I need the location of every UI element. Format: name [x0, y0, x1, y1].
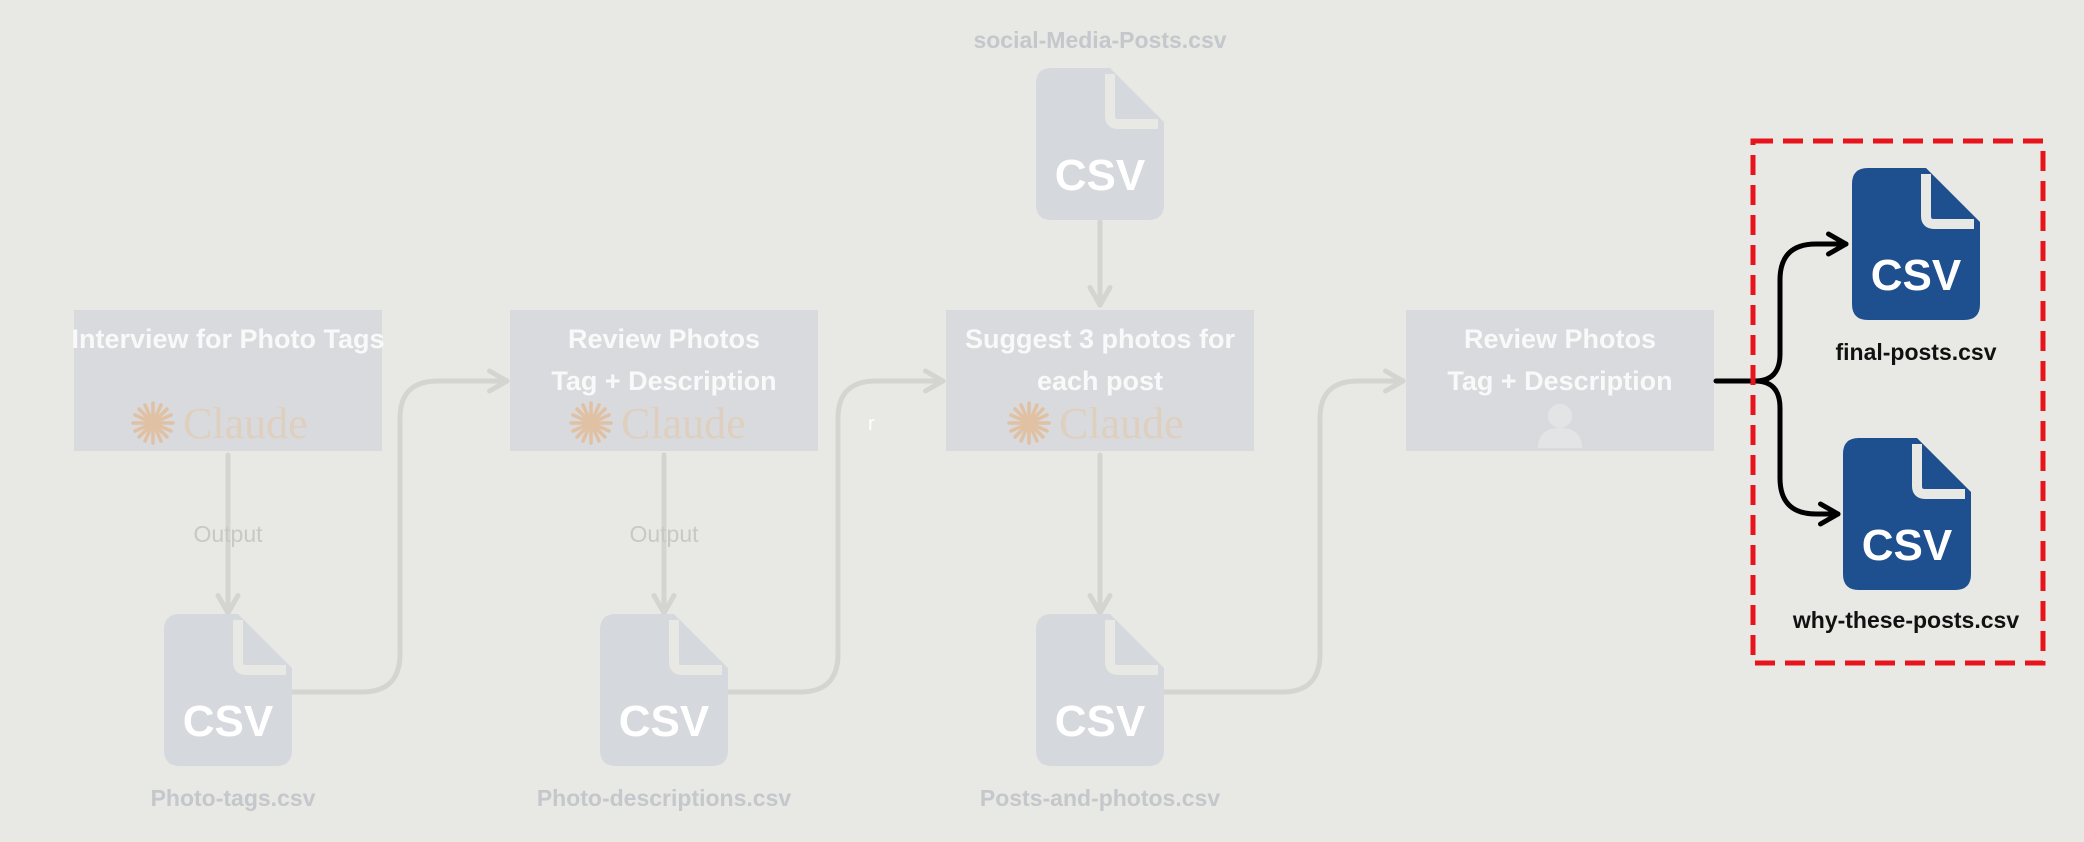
connector-step4-to-why-posts — [1752, 378, 1841, 527]
step-box-2: Review Photos Tag + Description Claude — [510, 310, 818, 451]
stray-mark: r — [868, 413, 875, 435]
claude-star-icon — [131, 401, 175, 445]
file-name-photo-descriptions: Photo-descriptions.csv — [537, 785, 792, 811]
step-1-title: Interview for Photo Tags — [71, 324, 384, 354]
step-2-title-line-1: Review Photos — [568, 324, 760, 354]
step-box-1: Interview for Photo Tags Claude — [71, 310, 385, 451]
output-label-1: Output — [193, 521, 263, 547]
highlight-box — [1750, 138, 2046, 666]
active-connectors — [1713, 231, 1849, 527]
person-icon — [1538, 404, 1582, 448]
step-box-3: Suggest 3 photos for each post Claude — [946, 310, 1254, 451]
claude-star-icon — [569, 401, 613, 445]
connector-step4-to-final-posts — [1713, 231, 1849, 384]
step-4-title-line-2: Tag + Description — [1447, 366, 1672, 396]
claude-wordmark: Claude — [621, 399, 746, 448]
svg-text:CSV: CSV — [183, 697, 274, 746]
svg-text:CSV: CSV — [1055, 697, 1146, 746]
step-3-title-line-1: Suggest 3 photos for — [965, 324, 1235, 354]
file-name-photo-tags: Photo-tags.csv — [151, 785, 316, 811]
file-name-final-posts: final-posts.csv — [1835, 339, 1996, 365]
csv-file-icon: CSV — [1843, 438, 1971, 590]
claude-wordmark: Claude — [1059, 399, 1184, 448]
csv-file-icon: CSV — [1036, 68, 1164, 220]
connector-file3-to-step4 — [1161, 368, 1406, 695]
step-4-title-line-1: Review Photos — [1464, 324, 1656, 354]
csv-file-icon: CSV — [164, 614, 292, 766]
claude-star-icon — [1007, 401, 1051, 445]
step-box-4: Review Photos Tag + Description — [1406, 310, 1714, 451]
svg-text:CSV: CSV — [619, 697, 710, 746]
svg-text:CSV: CSV — [1862, 521, 1953, 570]
svg-text:CSV: CSV — [1871, 251, 1962, 300]
csv-file-icon: CSV — [1036, 614, 1164, 766]
file-name-why-these-posts: why-these-posts.csv — [1792, 607, 2019, 633]
input-file-name: social-Media-Posts.csv — [973, 27, 1226, 53]
step-3-title-line-2: each post — [1037, 366, 1163, 396]
csv-file-icon: CSV — [600, 614, 728, 766]
svg-text:CSV: CSV — [1055, 151, 1146, 200]
faded-connectors — [215, 219, 1406, 695]
connector-file1-to-step2 — [289, 368, 510, 695]
csv-file-icon: CSV — [1852, 168, 1980, 320]
connector-file2-to-step3 — [725, 368, 946, 695]
claude-wordmark: Claude — [183, 399, 308, 448]
output-label-2: Output — [629, 521, 699, 547]
step-2-title-line-2: Tag + Description — [551, 366, 776, 396]
file-name-posts-and-photos: Posts-and-photos.csv — [980, 785, 1220, 811]
